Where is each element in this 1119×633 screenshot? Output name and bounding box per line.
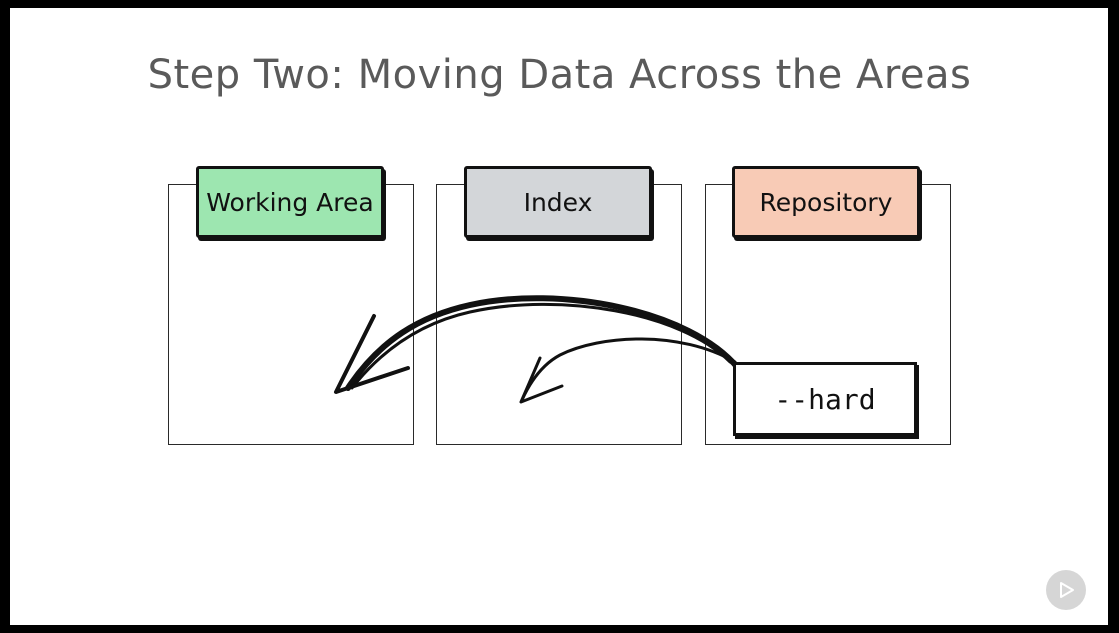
play-icon bbox=[1060, 582, 1074, 598]
arrow-to-index bbox=[520, 337, 737, 402]
repository-tab: Repository bbox=[732, 166, 920, 238]
working-area-label: Working Area bbox=[206, 187, 374, 217]
arrow-to-working-area bbox=[345, 295, 741, 391]
index-label: Index bbox=[523, 187, 593, 217]
slide-title: Step Two: Moving Data Across the Areas bbox=[147, 52, 972, 98]
hard-option-box: --hard bbox=[733, 362, 917, 436]
working-area-tab: Working Area bbox=[196, 166, 384, 238]
arrow-to-working-area-head bbox=[334, 314, 410, 394]
arrow-to-working-area-body-thick bbox=[350, 302, 732, 390]
index-tab: Index bbox=[464, 166, 652, 238]
arrow-to-index-head bbox=[519, 356, 564, 404]
hard-option-label: --hard bbox=[774, 382, 876, 416]
repository-label: Repository bbox=[759, 187, 893, 217]
play-button[interactable] bbox=[1046, 570, 1086, 610]
